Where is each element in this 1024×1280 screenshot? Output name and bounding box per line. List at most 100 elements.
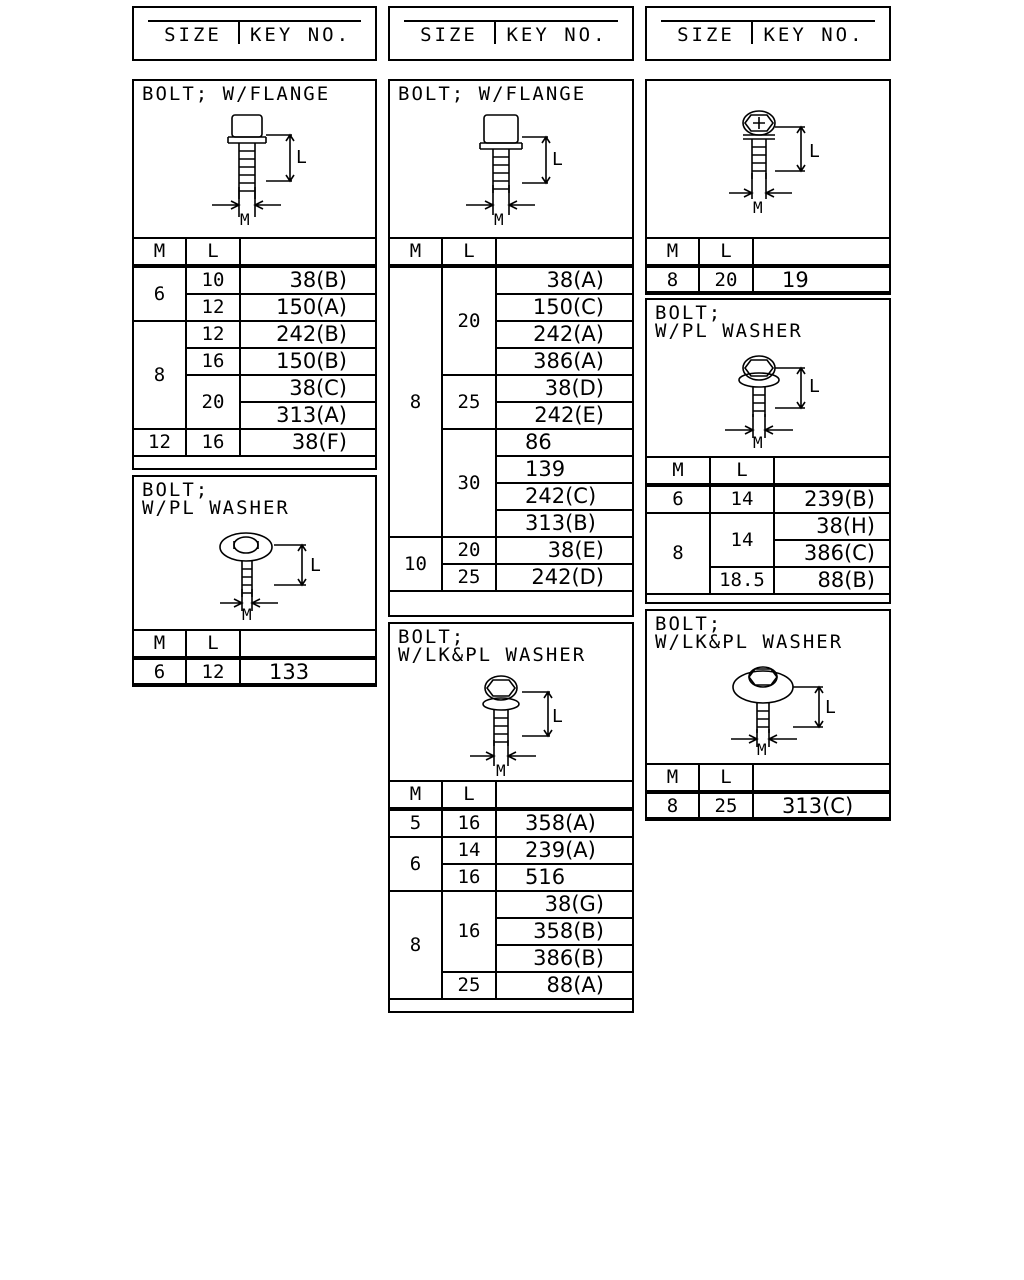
key-no-value: 313(A) <box>239 401 377 430</box>
l-value: 12 <box>185 657 241 687</box>
l-value: 12 <box>185 293 241 322</box>
l-value: 25 <box>441 971 497 1000</box>
pl-washer-bolt-drawing: L M <box>219 532 321 623</box>
key-no-value: 19 <box>752 265 891 295</box>
section-title: BOLT; W/FLANGE <box>142 83 331 105</box>
table-header-row: M L <box>388 780 634 811</box>
key-no-value: 38(B) <box>239 265 377 295</box>
key-column-header <box>239 237 377 268</box>
key-no-label: KEY NO. <box>506 24 608 46</box>
key-no-value: 133 <box>239 657 377 687</box>
flange-bolt-drawing: L M <box>212 114 307 229</box>
l-value: 25 <box>698 791 754 821</box>
key-no-value: 242(E) <box>495 401 634 430</box>
pl-washer-bolt-drawing: L M <box>725 355 820 452</box>
length-dim-label: L <box>310 555 321 576</box>
section-title: BOLT; W/PL WASHER <box>655 302 803 342</box>
column-header-2: SIZE KEY NO. <box>388 6 634 61</box>
key-column-header <box>495 780 634 811</box>
l-value: 20 <box>185 374 241 430</box>
l-column-header: L <box>441 780 497 811</box>
l-value: 18.5 <box>709 566 775 595</box>
m-value: 5 <box>388 808 443 838</box>
length-dim-label: L <box>552 149 563 170</box>
m-value: 10 <box>388 536 443 592</box>
size-label: SIZE <box>420 24 478 46</box>
l-value: 30 <box>441 428 497 538</box>
key-no-value: 38(D) <box>495 374 634 403</box>
l-column-header: L <box>185 629 241 660</box>
l-column-header: L <box>698 237 754 268</box>
l-column-header: L <box>698 763 754 794</box>
lk-pl-washer-bolt-drawing: L M <box>470 675 563 780</box>
key-column-header <box>773 456 891 487</box>
length-dim-label: L <box>809 376 820 397</box>
key-no-value: 38(C) <box>239 374 377 403</box>
m-column-header: M <box>132 237 187 268</box>
key-no-value: 88(B) <box>773 566 891 595</box>
m-value: 8 <box>645 512 711 595</box>
m-value: 8 <box>388 265 443 538</box>
m-value: 8 <box>132 320 187 430</box>
column-header-3: SIZE KEY NO. <box>645 6 891 61</box>
key-no-value: 38(E) <box>495 536 634 565</box>
length-dim-label: L <box>809 141 820 162</box>
key-no-value: 313(C) <box>752 791 891 821</box>
key-no-value: 38(H) <box>773 512 891 541</box>
m-value: 6 <box>645 484 711 514</box>
section-title: BOLT; W/LK&PL WASHER <box>398 626 587 666</box>
table-row: 242(A) <box>389 320 634 349</box>
flange-bolt-drawing: L M <box>466 114 563 229</box>
diameter-dim-label: M <box>753 198 763 217</box>
key-column-header <box>239 629 377 660</box>
column-header-1: SIZE KEY NO. <box>132 6 377 61</box>
length-dim-label: L <box>552 706 563 727</box>
key-column-header <box>495 237 634 268</box>
lk-pl-washer-bolt-drawing: L M <box>731 666 836 759</box>
l-column-header: L <box>441 237 497 268</box>
key-no-value: 38(F) <box>239 428 377 457</box>
key-no-value: 239(A) <box>495 836 634 865</box>
l-value: 16 <box>185 428 241 457</box>
m-column-header: M <box>645 456 711 487</box>
table-row: 242(C) <box>389 482 634 511</box>
key-no-value: 139 <box>495 455 634 484</box>
key-no-value: 38(A) <box>495 265 634 295</box>
key-no-value: 242(C) <box>495 482 634 511</box>
key-no-value: 242(A) <box>495 320 634 349</box>
header-divider <box>238 20 240 44</box>
l-value: 20 <box>698 265 754 295</box>
key-no-value: 386(C) <box>773 539 891 568</box>
l-value: 16 <box>441 808 497 838</box>
key-no-value: 239(B) <box>773 484 891 514</box>
key-no-value: 86 <box>495 428 634 457</box>
section-title: BOLT; W/FLANGE <box>398 83 587 105</box>
length-dim-label: L <box>825 697 836 718</box>
diameter-dim-label: M <box>496 761 506 780</box>
table-header-row: M L <box>645 456 891 487</box>
table-header-row: M L <box>645 237 891 268</box>
key-no-value: 88(A) <box>495 971 634 1000</box>
key-no-value: 358(A) <box>495 808 634 838</box>
table-row: 313(A) <box>133 401 377 430</box>
header-divider <box>751 20 753 44</box>
header-divider <box>494 20 496 44</box>
cross-head-bolt-drawing: L M <box>729 110 820 217</box>
size-label: SIZE <box>164 24 222 46</box>
table-header-row: M L <box>388 237 634 268</box>
